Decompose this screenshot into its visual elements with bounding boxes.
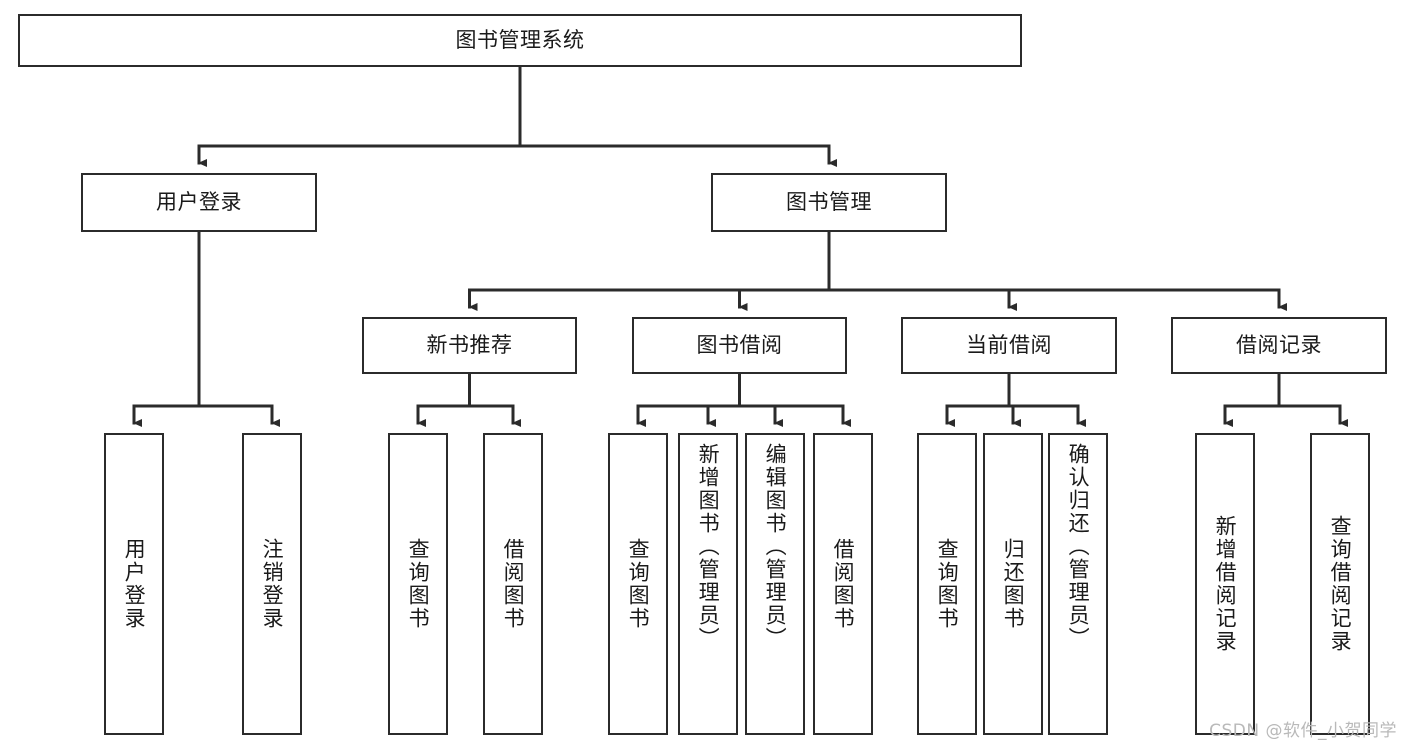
- node-new-book-rec[interactable]: 新书推荐: [362, 317, 577, 374]
- node-label: 查询借阅记录: [1328, 515, 1353, 653]
- node-label: 注销登录: [260, 538, 285, 630]
- node-leaf-user-logout[interactable]: 注销登录: [242, 433, 302, 735]
- node-label: 图书管理: [786, 189, 872, 214]
- node-leaf-confirm-return[interactable]: 确认归还（管理员）: [1048, 433, 1108, 735]
- node-leaf-query-book-3[interactable]: 查询图书: [917, 433, 977, 735]
- node-label: 归还图书: [1001, 538, 1026, 630]
- node-leaf-query-book-2[interactable]: 查询图书: [608, 433, 668, 735]
- node-label: 查询图书: [935, 538, 960, 630]
- watermark-text: CSDN @软件_小贺同学: [1209, 721, 1397, 741]
- node-leaf-query-book-1[interactable]: 查询图书: [388, 433, 448, 735]
- node-root[interactable]: 图书管理系统: [18, 14, 1022, 67]
- connector-bus: [132, 230, 274, 408]
- connector-bus: [1223, 372, 1342, 408]
- node-label: 新书推荐: [426, 332, 513, 357]
- connector-bus: [636, 372, 845, 408]
- node-label: 确认归还（管理员）: [1066, 443, 1091, 650]
- node-label: 图书借阅: [696, 332, 783, 357]
- node-label: 当前借阅: [966, 332, 1052, 357]
- connector-bus: [197, 65, 831, 148]
- node-label: 用户登录: [122, 538, 147, 630]
- node-label: 查询图书: [626, 538, 651, 630]
- node-book-manage[interactable]: 图书管理: [711, 173, 947, 232]
- node-label: 借阅图书: [501, 538, 526, 630]
- node-leaf-query-record[interactable]: 查询借阅记录: [1310, 433, 1370, 735]
- node-leaf-add-book[interactable]: 新增图书（管理员）: [678, 433, 738, 735]
- connector-bus: [945, 372, 1080, 408]
- node-leaf-edit-book[interactable]: 编辑图书（管理员）: [745, 433, 805, 735]
- node-label: 借阅图书: [831, 538, 856, 630]
- connector-bus: [416, 372, 515, 408]
- connector-bus: [468, 230, 1281, 292]
- node-leaf-borrow-book-2[interactable]: 借阅图书: [813, 433, 873, 735]
- node-label: 图书管理系统: [455, 27, 585, 52]
- node-current-borrow[interactable]: 当前借阅: [901, 317, 1117, 374]
- node-label: 借阅记录: [1236, 332, 1322, 357]
- node-leaf-borrow-book-1[interactable]: 借阅图书: [483, 433, 543, 735]
- node-leaf-add-record[interactable]: 新增借阅记录: [1195, 433, 1255, 735]
- node-leaf-user-login[interactable]: 用户登录: [104, 433, 164, 735]
- node-leaf-return-book[interactable]: 归还图书: [983, 433, 1043, 735]
- node-borrow-record[interactable]: 借阅记录: [1171, 317, 1387, 374]
- node-user-login[interactable]: 用户登录: [81, 173, 317, 232]
- node-label: 新增借阅记录: [1213, 515, 1238, 653]
- node-label: 用户登录: [156, 189, 242, 214]
- node-label: 新增图书（管理员）: [696, 443, 721, 650]
- node-book-borrow[interactable]: 图书借阅: [632, 317, 847, 374]
- node-label: 查询图书: [406, 538, 431, 630]
- node-label: 编辑图书（管理员）: [763, 443, 788, 650]
